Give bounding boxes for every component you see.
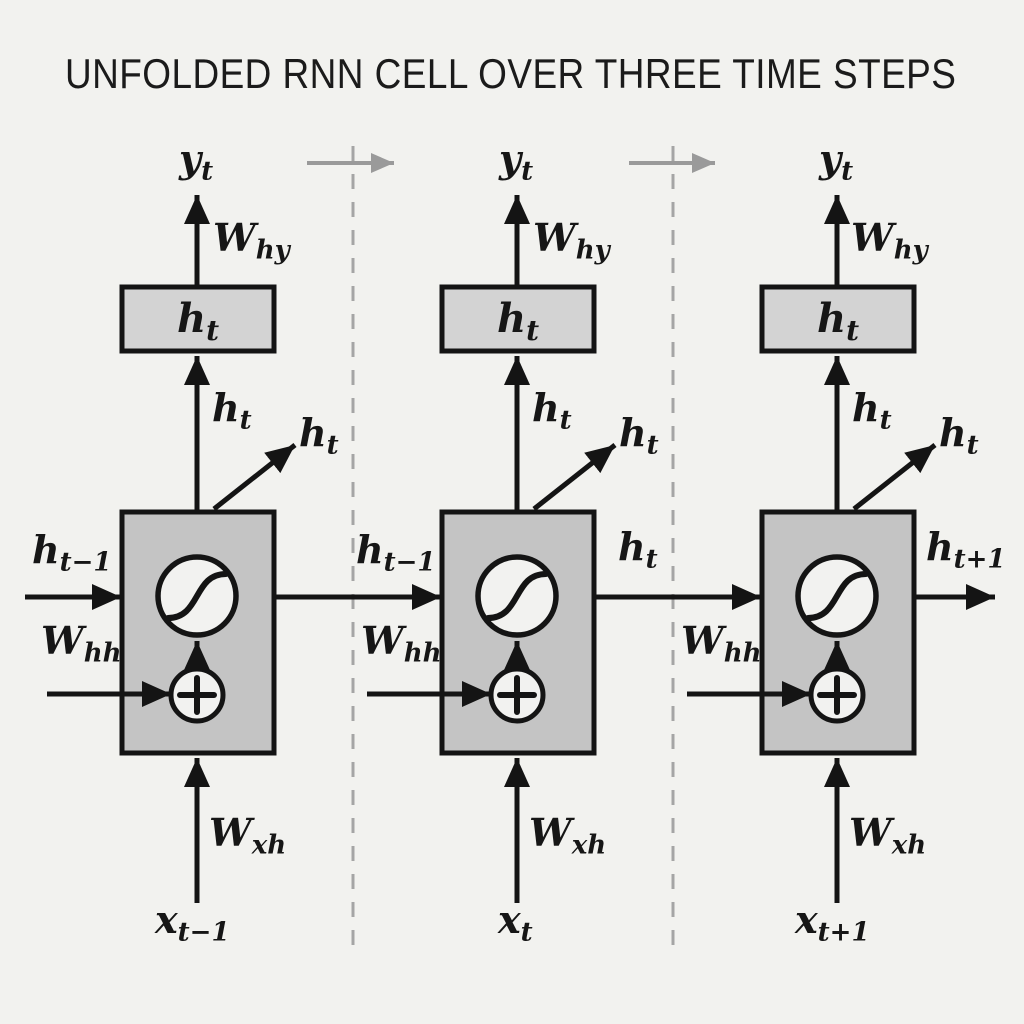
col3-label-h-up: ht: [852, 385, 892, 436]
col2-label-h-input: ht−1: [356, 527, 436, 578]
col3-label-w-xh: Wxh: [849, 810, 927, 861]
col2-label-w-xh: Wxh: [529, 810, 607, 861]
col3-label-h-output: ht+1: [926, 524, 1006, 575]
diagram-title: UNFOLDED RNN CELL OVER THREE TIME STEPS: [65, 50, 957, 97]
col3-label-y-output: yt: [819, 136, 854, 187]
col1-label-x-input: xt−1: [155, 897, 230, 948]
col3-label-h-branch: ht: [939, 410, 979, 461]
col2-label-y-output: yt: [499, 136, 534, 187]
col1-label-hidden-box: ht: [176, 295, 220, 347]
col2-label-hidden-box: ht: [496, 295, 540, 347]
col3-label-w-hy: Why: [851, 215, 928, 266]
col1-label-h-up: ht: [212, 385, 252, 436]
col1-label-w-xh: Wxh: [209, 810, 287, 861]
col2-label-w-hy: Why: [533, 215, 610, 266]
col3-label-x-input: xt+1: [795, 897, 870, 948]
col2-label-h-branch: ht: [619, 410, 659, 461]
col1-label-y-output: yt: [179, 136, 214, 187]
col2-label-h-output: ht: [618, 524, 658, 575]
col2-label-h-up: ht: [532, 385, 572, 436]
col3-label-hidden-box: ht: [816, 295, 860, 347]
col2-label-w-hh: Whh: [361, 618, 442, 669]
col1-label-w-hy: Why: [213, 215, 290, 266]
col1-label-h-input: ht−1: [32, 527, 112, 578]
col3-label-w-hh: Whh: [681, 618, 762, 669]
col2-label-x-input: xt: [498, 897, 533, 948]
col1-label-w-hh: Whh: [41, 618, 122, 669]
col1-label-h-branch: ht: [299, 410, 339, 461]
